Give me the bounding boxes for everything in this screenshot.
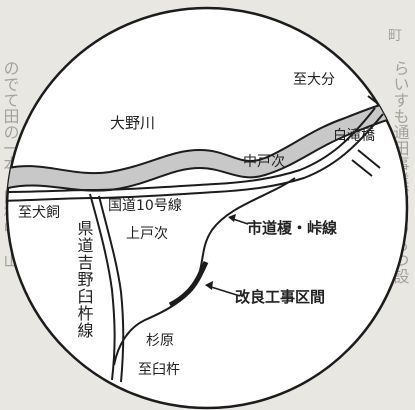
label-sugihara: 杉原 xyxy=(146,333,174,349)
label-ono-river: 大野川 xyxy=(110,114,155,132)
label-to-inukai: 至犬飼 xyxy=(18,205,60,221)
arrowhead-city-road xyxy=(228,214,236,222)
label-shiratakibashi: 白滝橋 xyxy=(333,128,375,144)
label-kamitotsugi: 上戸次 xyxy=(126,226,168,242)
background-text-top-right: 町 xyxy=(388,28,402,44)
map-circle xyxy=(5,6,409,410)
label-to-usuki: 至臼杵 xyxy=(138,362,180,378)
label-prefectural-road: 県道吉野臼杵線 xyxy=(75,220,94,339)
label-route10: 国道10号線 xyxy=(108,198,182,214)
label-improvement-section: 改良工事区間 xyxy=(235,288,325,306)
prefectural-road xyxy=(89,193,125,383)
arrowhead-improvement xyxy=(205,281,213,290)
arrow-improvement xyxy=(207,285,241,297)
route10-road xyxy=(7,107,384,202)
label-nakatotsugi: 中戸次 xyxy=(243,154,285,170)
label-to-oita: 至大分 xyxy=(293,72,335,88)
improvement-section xyxy=(168,260,209,308)
label-city-road: 市道榎・峠線 xyxy=(247,219,337,237)
ono-river xyxy=(7,94,407,192)
